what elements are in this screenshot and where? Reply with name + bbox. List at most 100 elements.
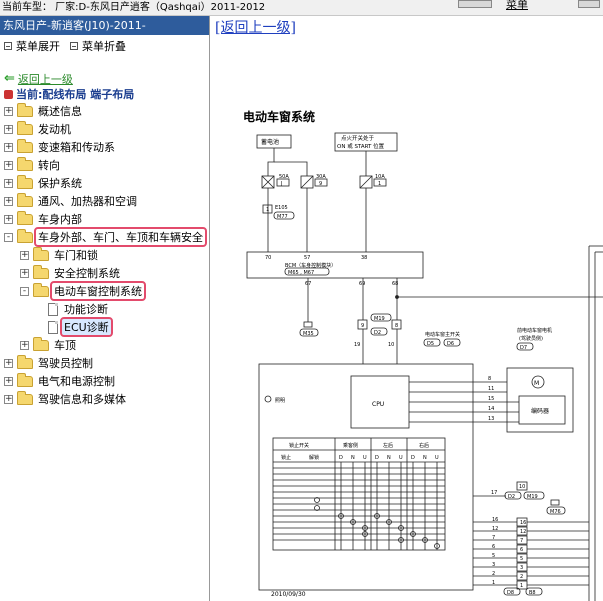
expand-toggle-icon[interactable]: + xyxy=(4,195,13,206)
tree-node[interactable]: + 电气和电源控制 xyxy=(0,372,209,390)
tree-node[interactable]: +车身内部 xyxy=(0,210,209,228)
motor-label: 前电动车窗电机 xyxy=(517,327,552,334)
diagram-date: 2010/09/30 xyxy=(271,591,306,598)
d2-label: D2 xyxy=(374,330,381,336)
vehicle-label: 当前车型： 厂家:D-东风日产逍客（Qashqai）2011-2012 xyxy=(2,2,266,13)
passenger-u: U xyxy=(363,455,367,461)
wire-pin-number: 3 xyxy=(492,562,495,568)
expand-toggle-icon[interactable]: + xyxy=(4,375,13,386)
passenger-d: D xyxy=(339,455,343,461)
collapse-toggle-icon[interactable]: - xyxy=(20,286,29,296)
m35-label: M35 xyxy=(303,331,314,337)
expand-toggle-icon[interactable]: + xyxy=(4,123,13,134)
expand-toggle-icon[interactable]: + xyxy=(20,249,29,260)
tree-node[interactable]: ECU诊断 xyxy=(0,317,209,337)
expand-toggle-icon[interactable]: + xyxy=(4,141,13,152)
fuse-1-id: J xyxy=(280,181,282,187)
bcm-connectors: M65 , M67 xyxy=(288,270,314,276)
tree-node[interactable]: 功能诊断 xyxy=(0,300,209,318)
expand-toggle-icon[interactable]: + xyxy=(4,393,13,404)
pin-box xyxy=(516,526,528,536)
tree-node-label: 电气和电源控制 xyxy=(38,375,115,388)
expand-toggle-icon[interactable]: + xyxy=(4,105,13,116)
expand-menu-label: 菜单展开 xyxy=(16,40,60,53)
back-link-row[interactable]: ⇐ 返回上一级 xyxy=(0,71,209,86)
motor-label-2: (驾驶员侧) xyxy=(519,335,543,342)
lock-col: 锁止 xyxy=(281,454,291,461)
rear-right-d: D xyxy=(411,455,415,461)
tree-node[interactable]: +发动机 xyxy=(0,120,209,138)
switch-table xyxy=(272,437,446,551)
tree-node[interactable]: + 概述信息 xyxy=(0,102,209,120)
back-link[interactable]: 返回上一级 xyxy=(17,72,73,86)
toolbar-button[interactable] xyxy=(458,0,492,8)
motor-symbol xyxy=(531,375,545,389)
bcm-connector-tag xyxy=(284,267,330,276)
tree-node[interactable]: + 保护系统 xyxy=(0,174,209,192)
tree-node[interactable]: +安全控制系统 xyxy=(0,264,209,282)
ground-symbol xyxy=(303,321,313,328)
pin-8: 8 xyxy=(395,323,398,329)
tree-node-label: 保护系统 xyxy=(38,177,82,190)
rear-right-header: 右后 xyxy=(419,442,429,449)
tree-node-label: 概述信息 xyxy=(38,105,82,118)
expand-toggle-icon[interactable]: + xyxy=(4,213,13,224)
document-icon xyxy=(48,320,58,334)
expand-menu-button[interactable]: 菜单展开 xyxy=(4,38,60,54)
switch-contact xyxy=(338,513,344,519)
tree-node[interactable]: -电动车窗控制系统 xyxy=(0,281,209,301)
back-link-top[interactable]: [返回上一级] xyxy=(215,20,296,36)
menu-tree: ⇐ 返回上一级 当前:配线布局 端子布局 +概述信息+发动机+变速箱和传动系+转… xyxy=(0,57,209,408)
switch-contact xyxy=(362,531,368,537)
tree-node[interactable]: +驾驶员控制 xyxy=(0,354,209,372)
fuse-3-tag xyxy=(373,178,387,187)
b8-tag xyxy=(525,587,543,596)
pin-box xyxy=(516,553,528,563)
menu-link[interactable]: 菜单 xyxy=(506,0,528,11)
tree-node[interactable]: +变速箱和传动系 xyxy=(0,138,209,156)
collapse-icon xyxy=(70,42,78,50)
b8-label: B8 xyxy=(529,590,536,596)
connector-m77: M77 xyxy=(277,214,288,220)
expand-toggle-icon[interactable]: + xyxy=(4,159,13,170)
junction-68 xyxy=(395,295,399,299)
tree-node[interactable]: +驾驶信息和多媒体 xyxy=(0,390,209,408)
switch-contact xyxy=(314,505,320,511)
passenger-n: N xyxy=(351,455,355,461)
battery-branch xyxy=(274,161,308,176)
m19b-tag xyxy=(523,491,545,500)
tree-node[interactable]: +车门和锁 xyxy=(0,246,209,264)
tree-node[interactable]: +车顶 xyxy=(0,336,209,354)
tree-node[interactable]: +通风、加热器和空调 xyxy=(0,192,209,210)
switch-contact xyxy=(398,525,404,531)
wire-pin-number: 5 xyxy=(492,553,495,559)
collapse-toggle-icon[interactable]: - xyxy=(4,232,13,242)
wire-pin-number: 16 xyxy=(492,517,498,523)
m76-tag xyxy=(546,506,566,515)
tree-node[interactable]: -车身外部、车门、车顶和车辆安全 xyxy=(0,227,209,247)
collapse-menu-label: 菜单折叠 xyxy=(82,40,126,53)
d6-label: D6 xyxy=(447,341,454,347)
m19-tag xyxy=(370,313,392,322)
passenger-header: 乘客侧 xyxy=(343,442,358,449)
pin-box xyxy=(516,517,528,527)
d8-label: D8 xyxy=(507,590,514,596)
pin-number: 3 xyxy=(520,565,523,571)
pin-10: 10 xyxy=(388,342,394,348)
wire-8-pin: 8 xyxy=(488,376,491,382)
pin-number: 16 xyxy=(520,520,526,526)
folder-icon xyxy=(33,264,49,279)
tree-node[interactable]: +转向 xyxy=(0,156,209,174)
expand-toggle-icon[interactable]: + xyxy=(20,339,29,350)
expand-toggle-icon[interactable]: + xyxy=(20,267,29,278)
connector-e105: E105 xyxy=(275,205,288,211)
bcm-pin-70: 70 xyxy=(265,255,271,261)
toolbar-button-2[interactable] xyxy=(578,0,600,8)
m19-label: M19 xyxy=(374,316,385,322)
pin-10b: 10 xyxy=(519,484,525,490)
collapse-menu-button[interactable]: 菜单折叠 xyxy=(70,38,126,54)
fuse-1-rating: 50A xyxy=(279,174,289,180)
expand-toggle-icon[interactable]: + xyxy=(4,357,13,368)
expand-toggle-icon[interactable]: + xyxy=(4,177,13,188)
unlock-col: 解锁 xyxy=(309,454,319,461)
